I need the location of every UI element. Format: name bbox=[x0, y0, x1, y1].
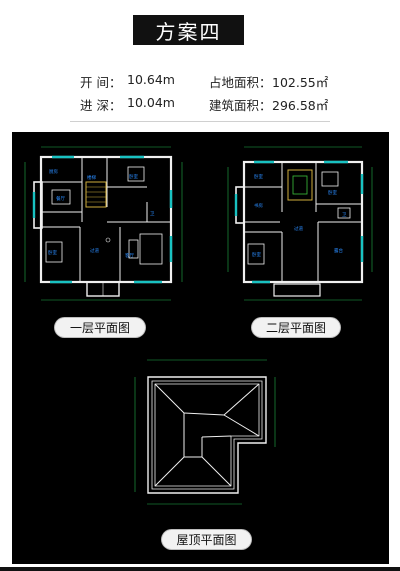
svg-text:楼梯: 楼梯 bbox=[87, 174, 96, 181]
second-floor-room-labels: 卧室 书房 卧室 卧室 露台 过道 卫 bbox=[252, 173, 347, 258]
first-floor-plan-label: 一层平面图 bbox=[55, 318, 145, 337]
svg-text:卧室: 卧室 bbox=[48, 249, 57, 256]
svg-text:露台: 露台 bbox=[334, 247, 343, 254]
svg-text:过道: 过道 bbox=[294, 225, 303, 232]
svg-text:过道: 过道 bbox=[90, 247, 99, 254]
roof-plan-label: 屋顶平面图 bbox=[162, 530, 251, 549]
svg-text:卧室: 卧室 bbox=[328, 189, 337, 196]
depth-value: 10.04m bbox=[127, 95, 175, 110]
roof-plan bbox=[134, 359, 276, 505]
svg-text:卫: 卫 bbox=[150, 211, 155, 217]
plans-drawing: 厨房 餐厅 卧室 客厅 楼梯 卫 卧室 过道 bbox=[24, 146, 373, 505]
bottom-border bbox=[0, 567, 400, 571]
building-area-label: 建筑面积： bbox=[209, 98, 272, 113]
svg-text:卧室: 卧室 bbox=[129, 173, 138, 180]
building-area-value: 296.58㎡ bbox=[272, 98, 329, 113]
width-value: 10.64m bbox=[127, 72, 175, 87]
svg-text:卧室: 卧室 bbox=[254, 173, 263, 180]
second-floor-plan bbox=[227, 146, 373, 301]
first-floor-plan bbox=[24, 146, 183, 301]
land-area-value: 102.55㎡ bbox=[272, 75, 329, 90]
svg-text:餐厅: 餐厅 bbox=[56, 195, 65, 202]
spec-block: 开 间： 10.64m 占地面积： 102.55㎡ 进 深： 10.04m 建筑… bbox=[0, 66, 400, 118]
svg-text:卫: 卫 bbox=[342, 212, 347, 218]
svg-text:书房: 书房 bbox=[254, 202, 263, 209]
page-title: 方案四 bbox=[133, 15, 244, 45]
land-area-label: 占地面积： bbox=[209, 75, 272, 90]
svg-text:客厅: 客厅 bbox=[125, 252, 134, 259]
divider bbox=[70, 121, 330, 122]
second-floor-plan-label: 二层平面图 bbox=[252, 318, 340, 337]
svg-text:卧室: 卧室 bbox=[252, 251, 261, 258]
plans-panel: 厨房 餐厅 卧室 客厅 楼梯 卫 卧室 过道 bbox=[12, 132, 389, 564]
first-floor-room-labels: 厨房 餐厅 卧室 客厅 楼梯 卫 卧室 过道 bbox=[48, 168, 155, 259]
svg-text:厨房: 厨房 bbox=[49, 168, 58, 175]
depth-label: 进 深： bbox=[80, 98, 122, 113]
width-label: 开 间： bbox=[80, 75, 122, 90]
